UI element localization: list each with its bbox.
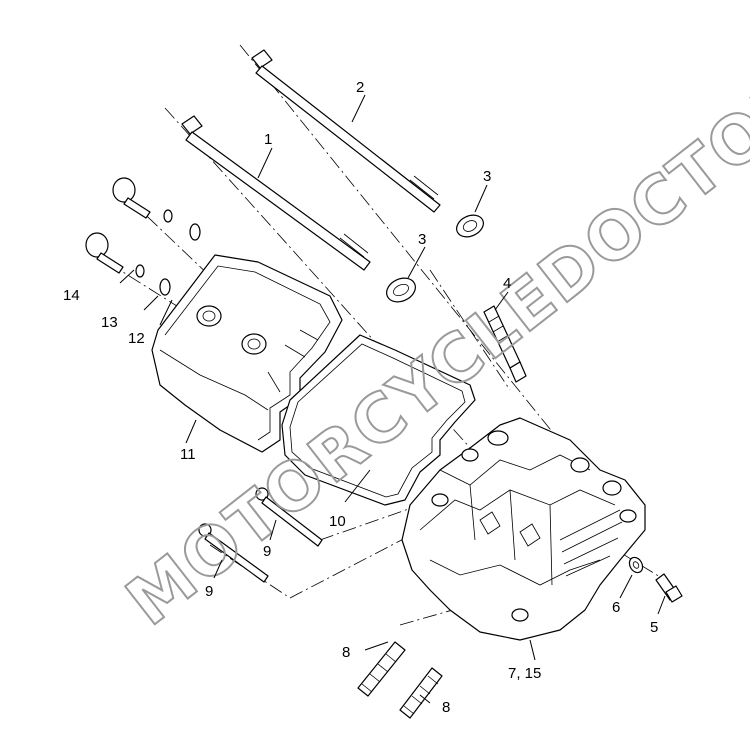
cylinder-head-7-15 <box>401 417 646 641</box>
callout-11: 11 <box>180 446 196 463</box>
cover-screw-14-upper <box>112 177 151 219</box>
bolt-9-lower <box>198 523 269 583</box>
seals-12 <box>159 223 201 296</box>
callout-3-lower: 3 <box>418 231 426 248</box>
callout-9-lower: 9 <box>205 583 213 600</box>
callout-4: 4 <box>503 275 511 292</box>
cover-screw-14-lower <box>85 232 124 274</box>
callout-13: 13 <box>101 314 118 331</box>
callout-5: 5 <box>650 619 658 636</box>
cover-gasket-10 <box>281 334 476 506</box>
callout-10: 10 <box>329 513 346 530</box>
callout-8-lower: 8 <box>442 699 450 716</box>
bolt-9-upper <box>255 487 323 547</box>
callout-1: 1 <box>264 131 272 148</box>
washer-3-lower <box>386 277 416 303</box>
bolt-5 <box>655 573 683 603</box>
stud-8-lower <box>399 667 443 719</box>
spark-plug-4 <box>483 305 527 383</box>
callout-3-upper: 3 <box>483 168 491 185</box>
callout-2: 2 <box>356 79 364 96</box>
callout-6: 6 <box>612 599 620 616</box>
washer-3-upper <box>456 214 484 238</box>
stud-8-upper <box>357 641 406 697</box>
leader-lines <box>119 94 666 704</box>
washer-6 <box>628 556 644 574</box>
washers-13 <box>135 209 173 278</box>
callout-12: 12 <box>128 330 145 347</box>
callout-labels: 1 2 3 3 4 5 6 7, 15 8 8 9 9 10 11 12 13 … <box>63 79 658 716</box>
stud-bolt-2 <box>251 49 441 213</box>
callout-9-upper: 9 <box>263 543 271 560</box>
stud-bolt-1 <box>181 115 371 271</box>
callout-8-upper: 8 <box>342 644 350 661</box>
callout-14: 14 <box>63 287 80 304</box>
callout-7-15: 7, 15 <box>508 665 541 682</box>
